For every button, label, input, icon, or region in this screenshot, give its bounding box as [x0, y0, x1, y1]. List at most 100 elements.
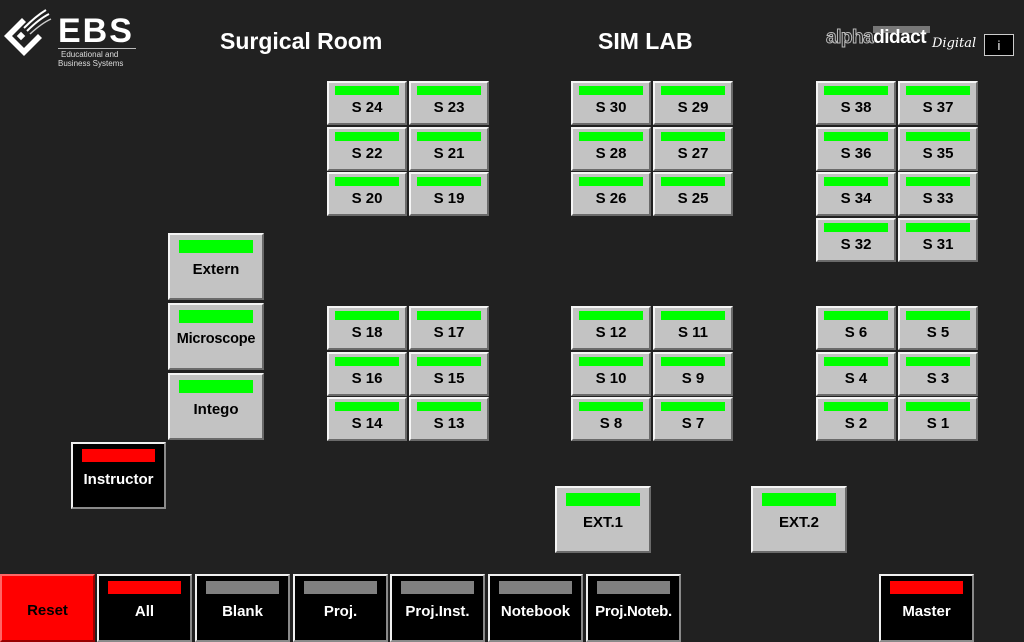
status-led [824, 357, 888, 366]
status-led [661, 86, 725, 95]
seat-button-s3[interactable]: S 3 [898, 352, 978, 396]
status-led [179, 310, 253, 323]
seat-button-s18[interactable]: S 18 [327, 306, 407, 350]
extern-source-button[interactable]: Extern [168, 233, 264, 300]
ebs-logo-text: EBS [58, 12, 134, 50]
seat-button-s23[interactable]: S 23 [409, 81, 489, 125]
seat-button-s35[interactable]: S 35 [898, 127, 978, 171]
seat-button-s28[interactable]: S 28 [571, 127, 651, 171]
seat-button-s27[interactable]: S 27 [653, 127, 733, 171]
seat-button-s8[interactable]: S 8 [571, 397, 651, 441]
seat-button-s22[interactable]: S 22 [327, 127, 407, 171]
status-led [579, 311, 643, 320]
seat-button-s33[interactable]: S 33 [898, 172, 978, 216]
status-led [417, 402, 481, 411]
sim-lab-title: SIM LAB [598, 28, 693, 54]
seat-button-s38[interactable]: S 38 [816, 81, 896, 125]
seat-button-s2[interactable]: S 2 [816, 397, 896, 441]
status-led [417, 311, 481, 320]
status-led [304, 581, 377, 594]
status-led [661, 402, 725, 411]
status-led [579, 132, 643, 141]
seat-button-s16[interactable]: S 16 [327, 352, 407, 396]
all-button[interactable]: All [97, 574, 192, 642]
seat-button-s36[interactable]: S 36 [816, 127, 896, 171]
proj-inst-button[interactable]: Proj.Inst. [390, 574, 485, 642]
seat-button-s30[interactable]: S 30 [571, 81, 651, 125]
ebs-logo-subtitle: Educational and Business Systems [58, 50, 124, 68]
reset-button[interactable]: Reset [0, 574, 95, 642]
status-led [335, 86, 399, 95]
status-led [661, 357, 725, 366]
status-led [661, 311, 725, 320]
seat-button-s1[interactable]: S 1 [898, 397, 978, 441]
status-led [499, 581, 572, 594]
status-led [179, 380, 253, 393]
notebook-button[interactable]: Notebook [488, 574, 583, 642]
status-led [661, 177, 725, 186]
seat-button-s5[interactable]: S 5 [898, 306, 978, 350]
status-led [179, 240, 253, 253]
status-led [579, 357, 643, 366]
status-led [597, 581, 670, 594]
status-led [108, 581, 181, 594]
seat-button-s29[interactable]: S 29 [653, 81, 733, 125]
status-led [824, 132, 888, 141]
seat-button-s17[interactable]: S 17 [409, 306, 489, 350]
status-led [566, 493, 640, 506]
blank-button[interactable]: Blank [195, 574, 290, 642]
seat-button-s31[interactable]: S 31 [898, 218, 978, 262]
status-led [417, 132, 481, 141]
status-led [401, 581, 474, 594]
seat-button-s13[interactable]: S 13 [409, 397, 489, 441]
ext1-button[interactable]: EXT.1 [555, 486, 651, 553]
seat-button-s15[interactable]: S 15 [409, 352, 489, 396]
seat-button-s9[interactable]: S 9 [653, 352, 733, 396]
master-button[interactable]: Master [879, 574, 974, 642]
status-led [579, 402, 643, 411]
status-led [579, 86, 643, 95]
proj-button[interactable]: Proj. [293, 574, 388, 642]
seat-button-s21[interactable]: S 21 [409, 127, 489, 171]
logo-divider [58, 48, 136, 49]
instructor-button[interactable]: Instructor [71, 442, 166, 509]
status-led [906, 402, 970, 411]
status-led [906, 86, 970, 95]
proj-noteb-button[interactable]: Proj.Noteb. [586, 574, 681, 642]
ebs-logo-icon [4, 9, 52, 56]
status-led [335, 311, 399, 320]
seat-button-s20[interactable]: S 20 [327, 172, 407, 216]
status-led [906, 223, 970, 232]
status-led [417, 357, 481, 366]
status-led [335, 402, 399, 411]
seat-button-s24[interactable]: S 24 [327, 81, 407, 125]
seat-button-s26[interactable]: S 26 [571, 172, 651, 216]
seat-button-s14[interactable]: S 14 [327, 397, 407, 441]
status-led [906, 311, 970, 320]
seat-button-s25[interactable]: S 25 [653, 172, 733, 216]
seat-button-s12[interactable]: S 12 [571, 306, 651, 350]
digital-logo-text: Digital [932, 36, 977, 51]
seat-button-s34[interactable]: S 34 [816, 172, 896, 216]
info-button[interactable]: i [984, 34, 1014, 56]
status-led [824, 177, 888, 186]
seat-button-s4[interactable]: S 4 [816, 352, 896, 396]
status-led [335, 132, 399, 141]
seat-button-s19[interactable]: S 19 [409, 172, 489, 216]
logo-bar [873, 26, 930, 33]
status-led [824, 311, 888, 320]
intego-source-button[interactable]: Intego [168, 373, 264, 440]
microscope-source-button[interactable]: Microscope [168, 303, 264, 370]
status-led [890, 581, 963, 594]
status-led [824, 86, 888, 95]
seat-button-s6[interactable]: S 6 [816, 306, 896, 350]
status-led [906, 357, 970, 366]
status-led [417, 177, 481, 186]
seat-button-s7[interactable]: S 7 [653, 397, 733, 441]
seat-button-s32[interactable]: S 32 [816, 218, 896, 262]
seat-button-s10[interactable]: S 10 [571, 352, 651, 396]
seat-button-s37[interactable]: S 37 [898, 81, 978, 125]
seat-button-s11[interactable]: S 11 [653, 306, 733, 350]
ext2-button[interactable]: EXT.2 [751, 486, 847, 553]
status-led [579, 177, 643, 186]
